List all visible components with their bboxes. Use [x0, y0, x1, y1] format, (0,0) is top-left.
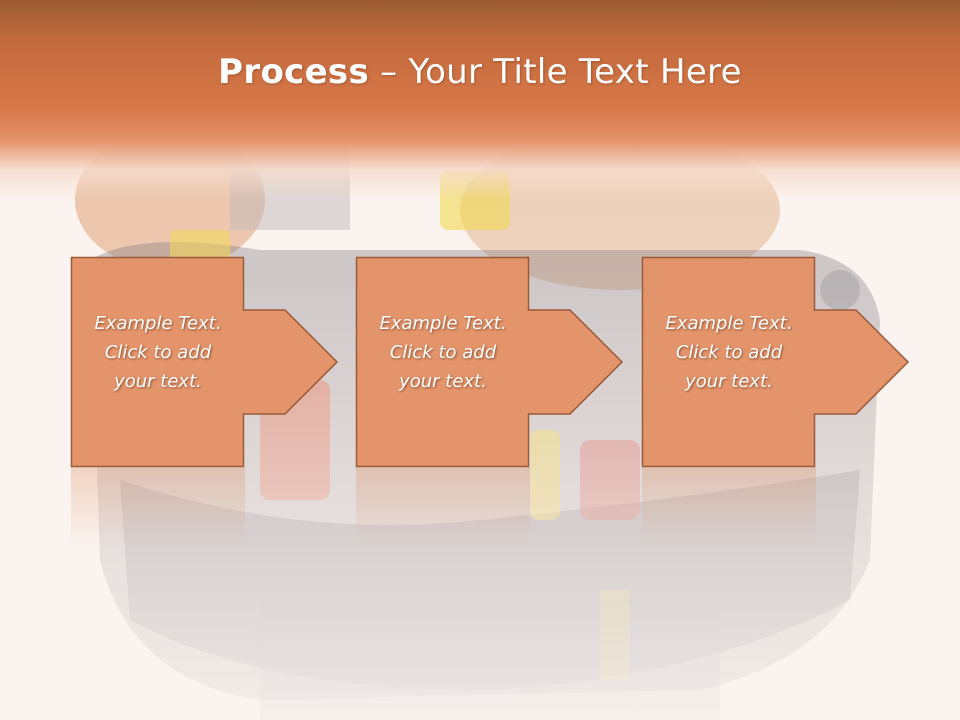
process-step-1[interactable]: Example Text. Click to add your text.	[70, 256, 341, 468]
arrow-box-shape	[355, 256, 624, 468]
slide-title[interactable]: Process – Your Title Text Here	[0, 52, 960, 92]
title-bar	[0, 0, 960, 200]
step-text[interactable]: Example Text. Click to add your text.	[379, 313, 507, 392]
arrow-box-shape	[641, 256, 910, 468]
step-text[interactable]: Example Text. Click to add your text.	[94, 313, 222, 392]
title-bold: Process	[218, 52, 370, 92]
step-text[interactable]: Example Text. Click to add your text.	[665, 313, 793, 392]
title-rest: – Your Title Text Here	[369, 52, 742, 92]
step-reflection	[642, 467, 816, 547]
process-step-2[interactable]: Example Text. Click to add your text.	[355, 256, 626, 468]
step-reflection	[71, 467, 245, 547]
arrow-box-shape	[70, 256, 339, 468]
process-step-3[interactable]: Example Text. Click to add your text.	[641, 256, 912, 468]
step-reflection	[356, 467, 530, 547]
